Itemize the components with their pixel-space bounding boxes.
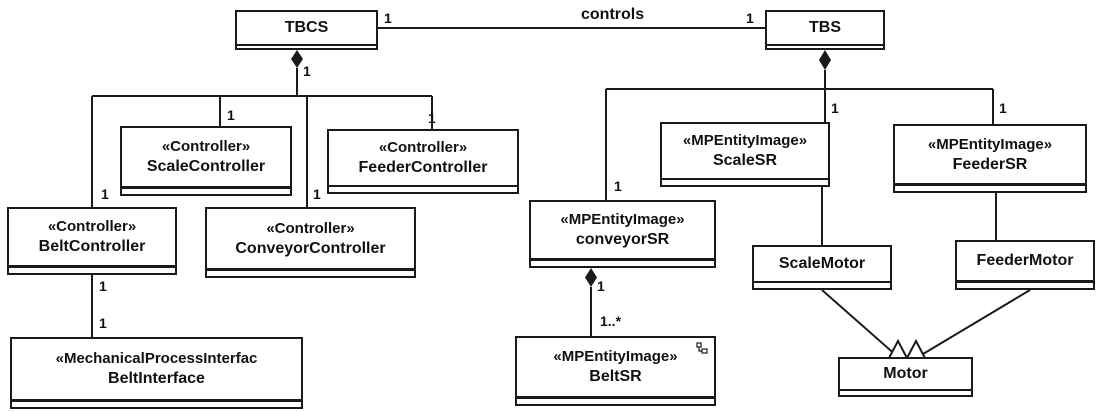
class-header: «MPEntityImage» BeltSR <box>517 338 714 398</box>
multiplicity-label: 1 <box>614 178 622 194</box>
class-compartment <box>207 270 414 276</box>
class-header: «MPEntityImage» conveyorSR <box>531 202 714 260</box>
class-belt-controller[interactable]: «Controller» BeltController <box>7 207 177 275</box>
class-compartment <box>517 398 714 404</box>
stereotype-label: «MPEntityImage» <box>682 132 808 149</box>
multiplicity-label: 1 <box>303 63 311 79</box>
class-belt-interface[interactable]: «MechanicalProcessInterfac BeltInterface <box>10 337 303 409</box>
multiplicity-label: 1 <box>746 10 754 26</box>
multiplicity-label: 1 <box>597 278 605 294</box>
multiplicity-label: 1 <box>99 315 107 331</box>
subsystem-icon <box>696 342 708 354</box>
class-compartment <box>957 282 1093 288</box>
generalization-triangle-right <box>905 338 927 359</box>
class-header: «MPEntityImage» FeederSR <box>895 126 1085 185</box>
class-compartment <box>531 260 714 266</box>
multiplicity-label: 1 <box>313 186 321 202</box>
class-compartment <box>662 179 828 185</box>
class-compartment <box>122 188 290 194</box>
scale-motor-generalization <box>821 289 899 358</box>
class-feeder-sr[interactable]: «MPEntityImage» FeederSR <box>893 124 1087 193</box>
stereotype-label: «Controller» <box>161 138 251 155</box>
class-compartment <box>12 401 301 407</box>
multiplicity-label: 1 <box>428 110 436 126</box>
stereotype-label: «MPEntityImage» <box>560 211 685 228</box>
multiplicity-label: 1 <box>384 10 392 26</box>
class-feeder-motor[interactable]: FeederMotor <box>955 240 1095 290</box>
multiplicity-label: 1..* <box>600 313 622 329</box>
class-name: ConveyorController <box>235 239 386 257</box>
tbcs-composition-diamond <box>291 50 303 68</box>
stereotype-label: «Controller» <box>266 219 355 237</box>
class-compartment <box>754 282 890 288</box>
class-header: «Controller» ConveyorController <box>207 209 414 270</box>
multiplicity-label: 1 <box>99 278 107 294</box>
stereotype-label: «MechanicalProcessInterfac <box>55 350 258 367</box>
class-compartment <box>329 186 517 192</box>
multiplicity-label: 1 <box>227 107 235 123</box>
class-name: TBCS <box>237 12 376 46</box>
class-header: «Controller» BeltController <box>9 209 175 267</box>
class-belt-sr[interactable]: «MPEntityImage» BeltSR <box>515 336 716 406</box>
class-tbcs[interactable]: TBCS <box>235 10 378 50</box>
class-name: conveyorSR <box>575 231 670 248</box>
class-compartment <box>840 389 971 395</box>
class-name: FeederSR <box>952 155 1028 173</box>
stereotype-label: «Controller» <box>47 218 137 235</box>
class-name: FeederMotor <box>957 242 1093 282</box>
class-tbs[interactable]: TBS <box>765 10 885 50</box>
class-scale-motor[interactable]: ScaleMotor <box>752 245 892 290</box>
association-label: controls <box>581 6 645 23</box>
generalization-triangle-left <box>887 338 909 359</box>
class-name: ScaleMotor <box>754 247 890 283</box>
multiplicity-label: 1 <box>101 186 109 202</box>
class-scale-sr[interactable]: «MPEntityImage» ScaleSR <box>660 122 830 187</box>
class-compartment <box>9 267 175 273</box>
class-header: «Controller» ScaleController <box>122 128 290 188</box>
class-name: TBS <box>767 12 883 46</box>
conveyor-sr-composition-diamond <box>585 268 597 287</box>
feeder-motor-generalization <box>917 289 1031 358</box>
class-header: «Controller» FeederController <box>329 131 517 187</box>
class-name: BeltController <box>38 238 146 255</box>
stereotype-label: «Controller» <box>378 139 468 156</box>
class-conveyor-controller[interactable]: «Controller» ConveyorController <box>205 207 416 278</box>
tbs-composition-diamond <box>819 50 831 70</box>
stereotype-label: «MPEntityImage» <box>553 348 678 365</box>
class-feeder-controller[interactable]: «Controller» FeederController <box>327 129 519 194</box>
class-name: Motor <box>840 359 971 391</box>
class-name: ScaleSR <box>712 152 778 169</box>
class-compartment <box>895 185 1085 191</box>
multiplicity-label: 1 <box>831 100 839 116</box>
stereotype-label: «MPEntityImage» <box>927 135 1053 153</box>
class-header: «MPEntityImage» ScaleSR <box>662 124 828 180</box>
class-name: BeltInterface <box>108 370 205 387</box>
class-name: FeederController <box>358 159 488 176</box>
class-scale-controller[interactable]: «Controller» ScaleController <box>120 126 292 196</box>
multiplicity-label: 1 <box>999 100 1007 116</box>
class-name: ScaleController <box>146 158 266 175</box>
class-name: BeltSR <box>589 368 642 385</box>
class-header: «MechanicalProcessInterfac BeltInterface <box>12 339 301 401</box>
class-motor[interactable]: Motor <box>838 357 973 397</box>
class-conveyor-sr[interactable]: «MPEntityImage» conveyorSR <box>529 200 716 268</box>
